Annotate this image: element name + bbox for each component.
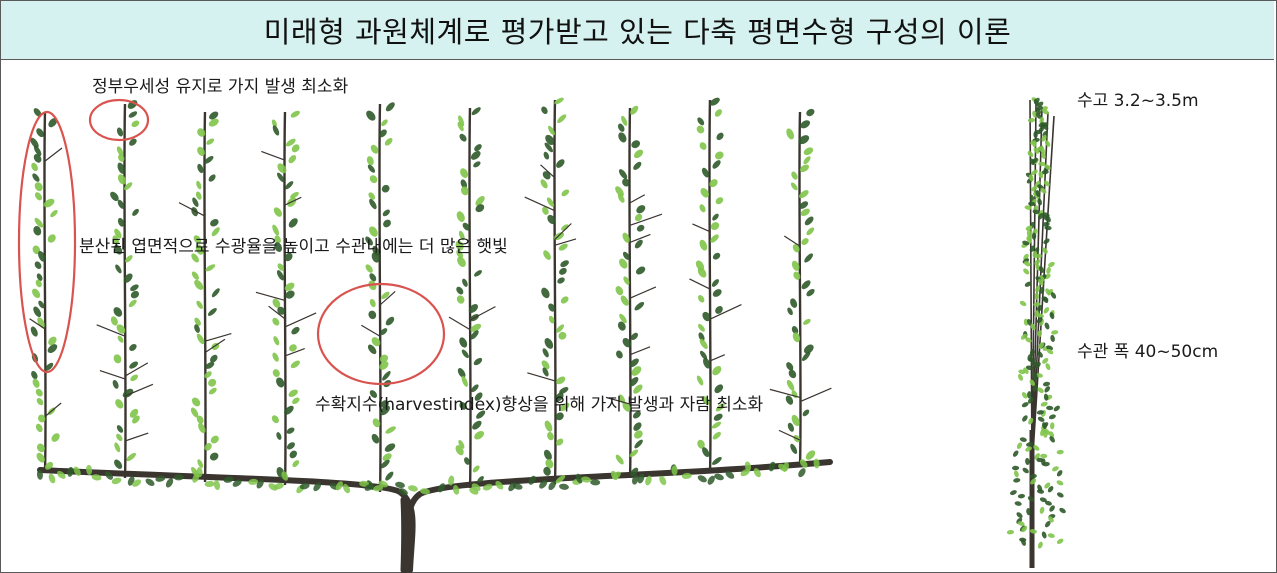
side-view-tree-illustration — [1006, 97, 1066, 568]
highlight-circles — [17, 98, 446, 386]
tree-height-label: 수고 3.2~3.5m — [1077, 91, 1199, 111]
front-view-tree-illustration — [29, 97, 833, 573]
canopy-width-label: 수관 폭 40~50cm — [1077, 342, 1219, 362]
title-banner: 미래형 과원체계로 평가받고 있는 다축 평면수형 구성의 이론 — [1, 1, 1274, 60]
leaf-area-label: 분산된 엽면적으로 수광율을 높이고 수관내에는 더 많은 햇빛 — [79, 237, 508, 257]
harvest-index-label: 수확지수(harvestindex)향상을 위해 가지 발생과 자람 최소화 — [315, 395, 764, 415]
page-title: 미래형 과원체계로 평가받고 있는 다축 평면수형 구성의 이론 — [263, 15, 1012, 49]
apical-dominance-label: 정부우세성 유지로 가지 발생 최소화 — [92, 77, 349, 97]
